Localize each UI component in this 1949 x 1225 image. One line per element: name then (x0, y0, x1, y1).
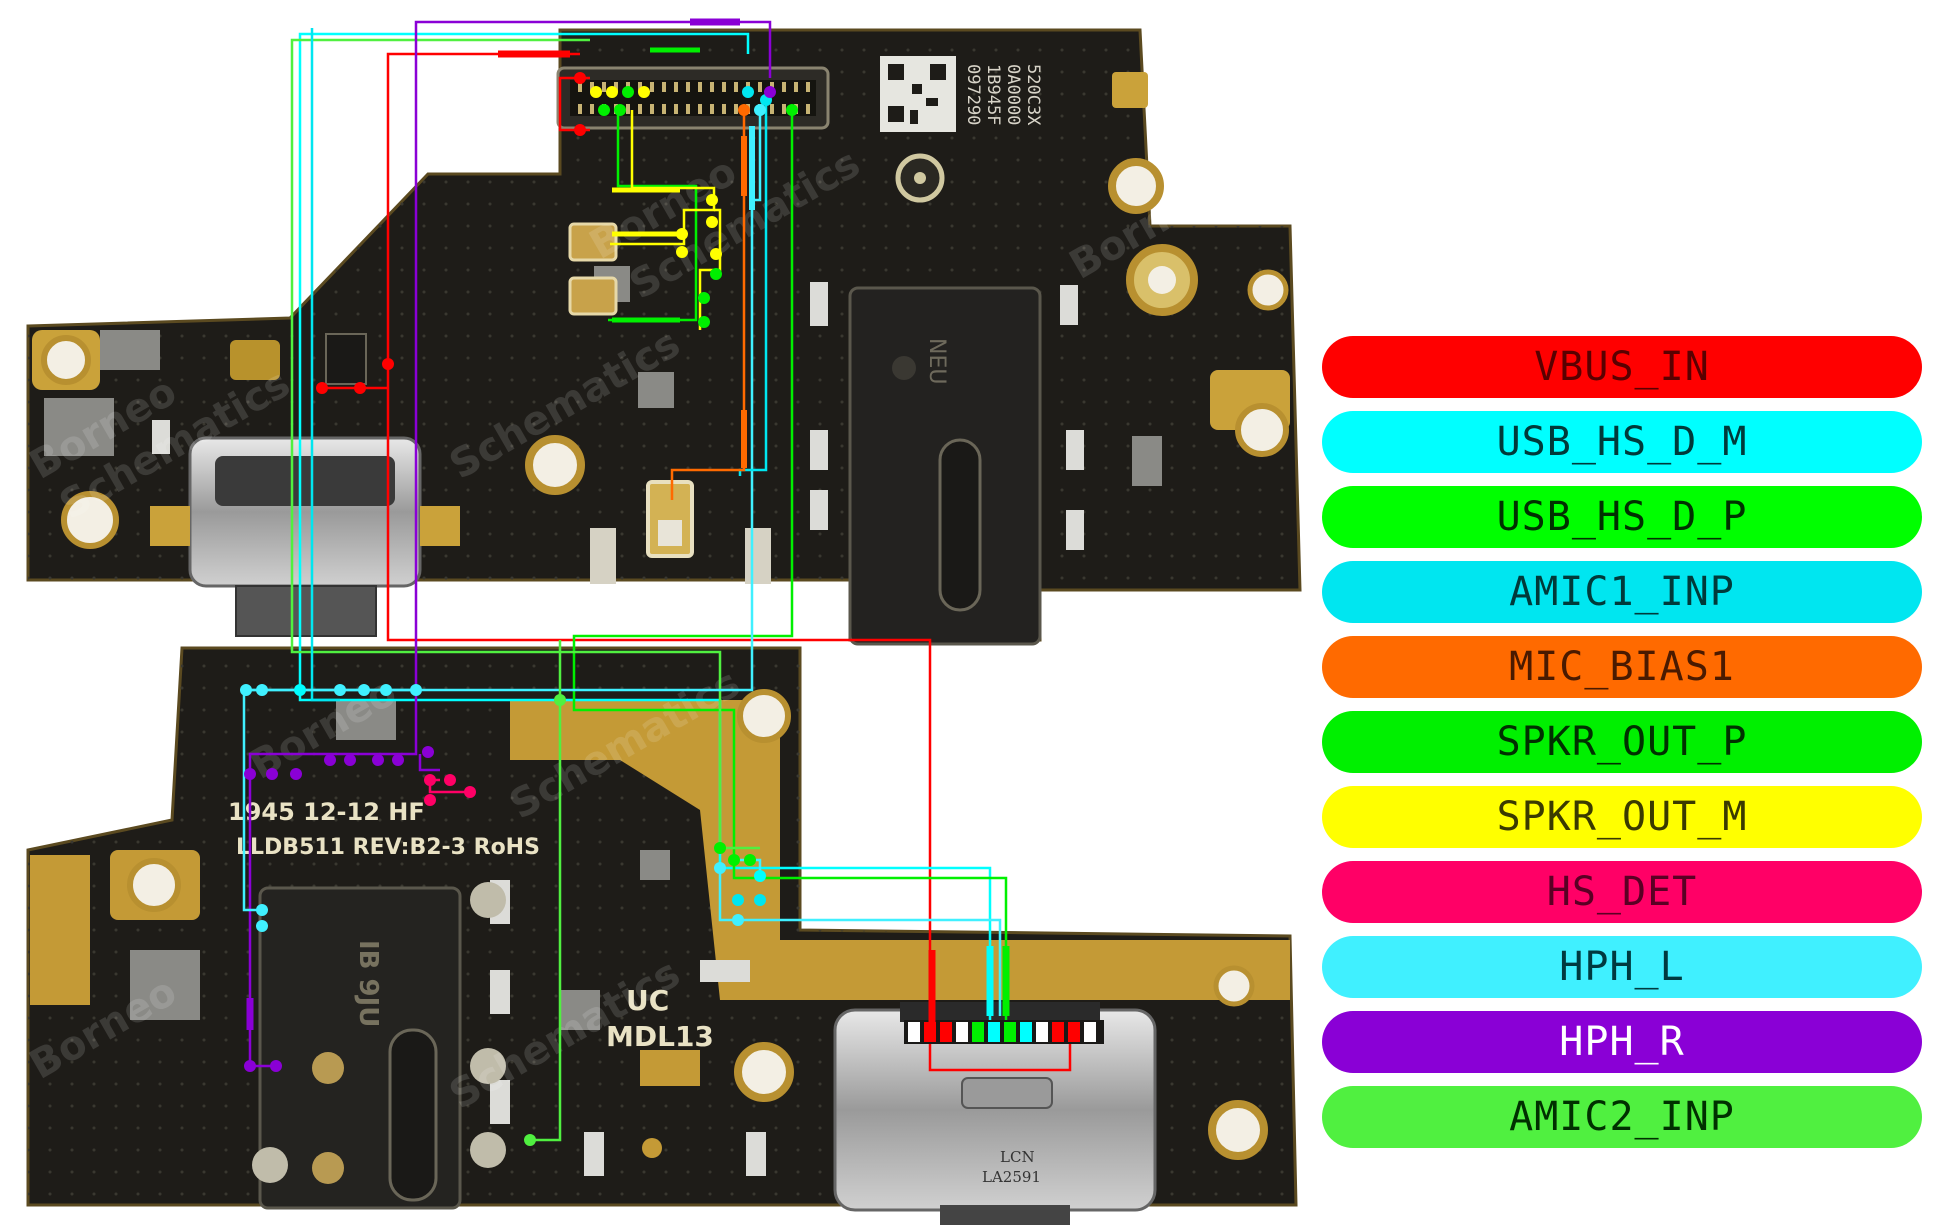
legend-item-hph-l: HPH_L (1322, 936, 1922, 998)
trace-amic2-inp (290, 38, 760, 850)
legend-label: USB_HS_D_P (1496, 494, 1748, 540)
legend-item-vbus-in: VBUS_IN (1322, 336, 1922, 398)
legend-label: SPKR_OUT_M (1496, 794, 1748, 840)
legend-item-hs-det: HS_DET (1322, 861, 1922, 923)
usb-c-connector-top (150, 436, 460, 637)
legend-label: VBUS_IN (1534, 344, 1710, 390)
top-board: 520C3X 0A0000 1B945F 097290 NEU (26, 28, 1302, 646)
part-code-line-4: 097290 (963, 64, 983, 125)
headphone-jack-bottom: IB 9JU (258, 886, 462, 1210)
trace-amic1-inp (310, 28, 768, 702)
legend-label: MIC_BIAS1 (1509, 644, 1735, 690)
legend-item-amic1-inp: AMIC1_INP (1322, 561, 1922, 623)
bottom-board: IB 9JU LCN LA2591 (26, 646, 1298, 1225)
legend-label: AMIC1_INP (1509, 569, 1735, 615)
legend-label: SPKR_OUT_P (1496, 719, 1748, 765)
silk-line-1: 1945 12-12 HF (228, 798, 425, 826)
part-code-line-2: 0A0000 (1003, 64, 1023, 125)
part-code-line-3: 1B945F (983, 64, 1003, 125)
silk-line-2: LLDB511 REV:B2-3 RoHS (236, 835, 540, 860)
legend-label: HPH_R (1559, 1019, 1685, 1065)
speaker-pad-1 (568, 222, 618, 262)
headphone-jack-top: NEU (848, 286, 1042, 646)
legend-item-hph-r: HPH_R (1322, 1011, 1922, 1073)
legend-item-spkr-out-p: SPKR_OUT_P (1322, 711, 1922, 773)
legend-label: HS_DET (1546, 869, 1698, 915)
legend-label: HPH_L (1559, 944, 1685, 990)
usb-c-connector-bottom: LCN LA2591 (833, 1002, 1157, 1225)
ul-mark: UC (626, 984, 669, 1017)
usb-marking-2: LA2591 (982, 1168, 1041, 1186)
jack-marking-top: NEU (924, 338, 949, 384)
legend-label: AMIC2_INP (1509, 1094, 1735, 1140)
model-mark: MDL13 (606, 1020, 714, 1053)
trace-usb-d-p (572, 110, 1010, 1020)
legend-item-spkr-out-m: SPKR_OUT_M (1322, 786, 1922, 848)
legend-item-mic-bias1: MIC_BIAS1 (1322, 636, 1922, 698)
legend-item-amic2-inp: AMIC2_INP (1322, 1086, 1922, 1148)
usb-marking-1: LCN (1000, 1148, 1035, 1166)
trace-hph-l (242, 110, 1002, 1016)
trace-spkr-out-m (610, 110, 722, 330)
legend-item-usb-hs-d-p: USB_HS_D_P (1322, 486, 1922, 548)
qr-code (880, 56, 956, 132)
trace-mic-bias1 (670, 110, 747, 500)
trace-spkr-out-p (608, 47, 700, 323)
legend-label: USB_HS_D_M (1496, 419, 1748, 465)
jack-marking-bottom: IB 9JU (353, 940, 383, 1027)
part-code-line-1: 520C3X (1023, 64, 1043, 126)
usb-pin-row (904, 1020, 1104, 1044)
trace-usb-d-m (298, 32, 994, 1020)
btb-connector-top (556, 66, 830, 130)
junction-dots (240, 72, 798, 1146)
speaker-pad-2 (568, 276, 618, 316)
legend-item-usb-hs-d-m: USB_HS_D_M (1322, 411, 1922, 473)
